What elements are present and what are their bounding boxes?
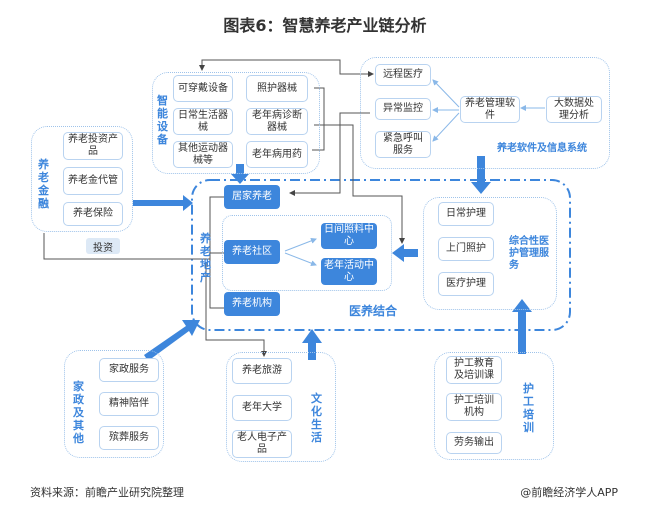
nursing-education: 护工教育及培训课 — [446, 356, 502, 384]
group-community — [222, 215, 392, 291]
device-wearable: 可穿戴设备 — [173, 75, 233, 102]
brand-credit: @前瞻经济学人APP — [520, 486, 618, 499]
software-label: 养老软件及信息系统 — [497, 143, 587, 154]
device-sports: 其他运动器械等 — [173, 141, 233, 168]
line-investment — [43, 233, 210, 260]
activity-center: 老年活动中心 — [321, 258, 377, 285]
chart-title: 图表6：智慧养老产业链分析 — [223, 16, 427, 35]
source-note: 资料来源：前瞻产业研究院整理 — [30, 486, 184, 499]
group-software — [360, 57, 610, 169]
medical-integration-label: 医养结合 — [349, 304, 398, 318]
finance-insurance: 养老保险 — [63, 202, 123, 226]
device-daily-living: 日常生活器械 — [173, 108, 233, 135]
arrow-finance-center — [133, 195, 193, 211]
finance-pension-custody: 养老金代管 — [63, 167, 123, 195]
group-finance — [31, 126, 133, 232]
nursing-label: 护工培训 — [523, 382, 534, 434]
institution: 养老机构 — [224, 292, 280, 316]
culture-university: 老年大学 — [232, 395, 292, 421]
medical-daily-care: 日常护理 — [438, 202, 494, 226]
service-monitoring: 异常监控 — [375, 98, 431, 120]
group-medical — [423, 197, 557, 310]
service-telemedicine: 远程医疗 — [375, 64, 431, 86]
culture-electronics: 老人电子产品 — [232, 430, 292, 458]
software-mgmt: 养老管理软件 — [460, 96, 520, 123]
household-domestic: 家政服务 — [99, 358, 159, 382]
smart-devices-label: 智能设备 — [157, 94, 168, 146]
household-companionship: 精神陪伴 — [99, 392, 159, 416]
real-estate-label: 养老地产 — [200, 232, 211, 284]
device-care-equipment: 照护器械 — [246, 75, 308, 102]
arrow-medical-community — [392, 244, 418, 262]
group-smart-devices — [152, 72, 320, 174]
finance-investment-products: 养老投资产品 — [63, 132, 123, 160]
medical-label: 综合性医护管理服务 — [509, 236, 549, 271]
culture-tourism: 养老旅游 — [232, 358, 292, 384]
nursing-labor-export: 劳务输出 — [446, 432, 502, 454]
device-medicine: 老年病用药 — [246, 141, 308, 168]
medical-home-visit: 上门照护 — [438, 237, 494, 261]
group-culture — [226, 352, 336, 462]
nursing-institutions: 护工培训机构 — [446, 393, 502, 421]
service-emergency: 紧急呼叫服务 — [375, 131, 431, 158]
household-funeral: 殡葬服务 — [99, 426, 159, 450]
group-household — [64, 350, 164, 458]
software-bigdata: 大数据处理分析 — [546, 96, 602, 123]
day-care-center: 日间照料中心 — [321, 223, 377, 249]
investment-tag: 投资 — [86, 238, 120, 254]
finance-label: 养老金融 — [38, 158, 49, 210]
household-label: 家政及其他 — [73, 380, 84, 445]
medical-nursing: 医疗护理 — [438, 272, 494, 296]
home-care: 居家养老 — [224, 185, 280, 209]
device-diagnosis: 老年病诊断器械 — [246, 108, 308, 135]
culture-label: 文化生活 — [311, 392, 322, 444]
community: 养老社区 — [224, 240, 280, 264]
group-nursing — [434, 352, 554, 460]
